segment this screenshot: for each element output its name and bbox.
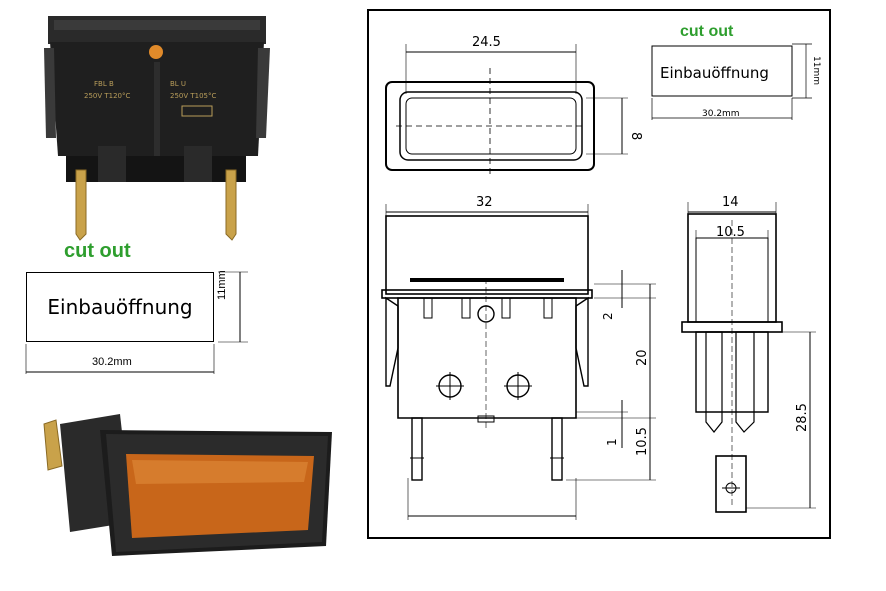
side-dim-20: 20	[635, 349, 650, 366]
front-height-dim: 8	[628, 132, 643, 140]
switch-rear-photo: FBL B 250V T120°C BL U 250V T105°C	[44, 16, 270, 241]
cutout-box-text: Einbauöffnung	[47, 295, 193, 319]
side-width-dim: 32	[476, 195, 493, 210]
end-height-dim: 28.5	[795, 403, 810, 432]
marking-left-1: FBL B	[94, 80, 114, 88]
cutout-height-label: 11mm	[216, 270, 228, 300]
cutout-width-label: 30.2mm	[92, 356, 132, 368]
cutout-heading: cut out	[64, 240, 131, 262]
end-view	[681, 202, 816, 513]
switch-front-photo	[43, 414, 332, 556]
front-view	[385, 44, 628, 176]
drawing-cutout-heading: cut out	[680, 23, 734, 40]
drawing-cutout-width: 30.2mm	[702, 109, 740, 119]
side-dim-10-5: 10.5	[635, 427, 650, 456]
marking-left-2: 250V T120°C	[84, 92, 131, 100]
drawing-cutout-box-text: Einbauöffnung	[660, 64, 769, 82]
side-view	[381, 204, 656, 520]
side-dim-2: 2	[601, 312, 615, 320]
technical-drawing: 24.5 8 cut out Einbauöffnung 11mm 30.2mm	[367, 9, 831, 539]
side-dim-1: 1	[605, 438, 619, 446]
marking-right-2: 250V T105°C	[170, 92, 217, 100]
cutout-box: Einbauöffnung	[26, 272, 214, 342]
end-width-dim: 14	[722, 195, 739, 210]
front-width-dim: 24.5	[472, 35, 501, 50]
end-inner-width-dim: 10.5	[716, 225, 745, 240]
marking-right-1: BL U	[170, 80, 186, 88]
cutout-dimension-lines	[25, 271, 248, 374]
drawing-cutout-height: 11mm	[811, 56, 821, 85]
